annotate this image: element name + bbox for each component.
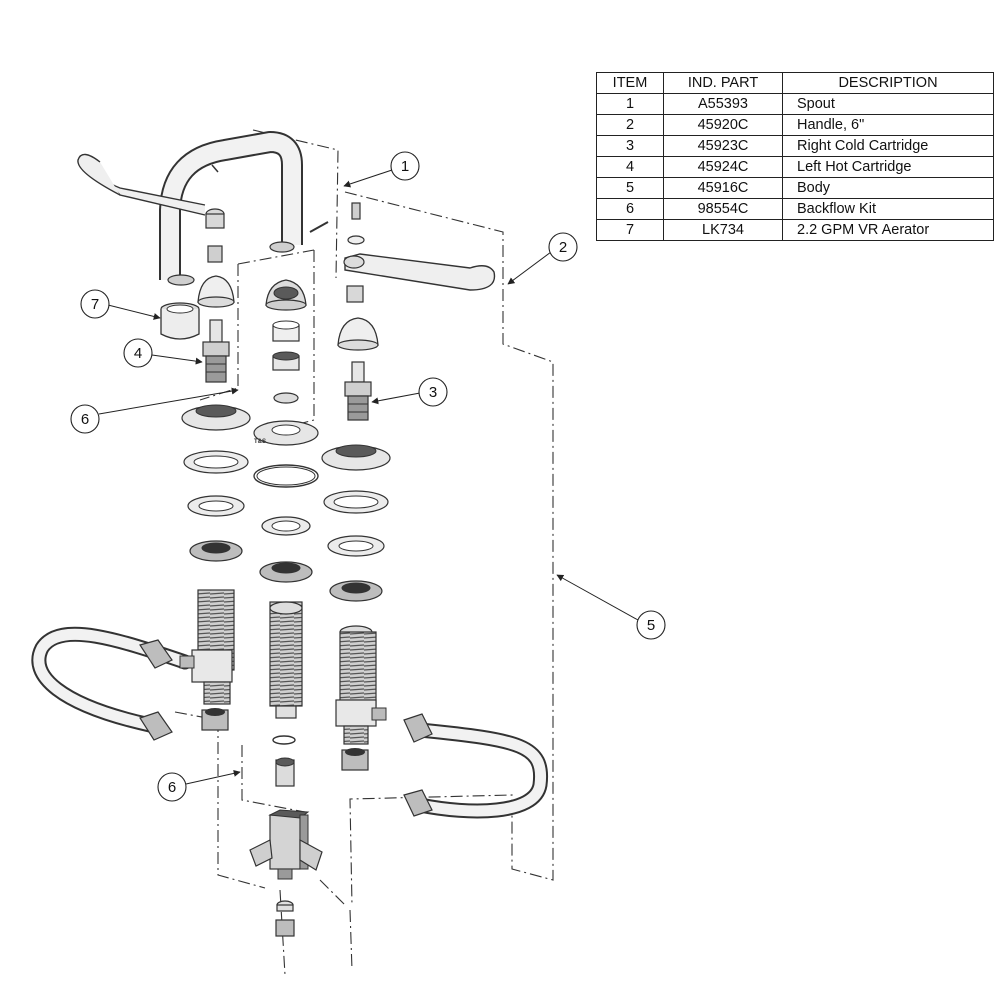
row-item: 6 — [596, 198, 664, 220]
left-stack — [160, 208, 235, 383]
callout-3: 3 — [418, 377, 448, 407]
table-row: 3 45923C Right Cold Cartridge — [596, 135, 994, 157]
row-item: 4 — [596, 156, 664, 178]
svg-text:2: 2 — [559, 239, 567, 256]
table-row: 1 A55393 Spout — [596, 93, 994, 115]
table-row: 5 45916C Body — [596, 177, 994, 199]
svg-text:6: 6 — [168, 779, 176, 796]
svg-text:1: 1 — [401, 158, 409, 175]
row-part: 45920C — [663, 114, 783, 136]
parts-table-header: ITEM IND. PART DESCRIPTION — [596, 72, 994, 94]
row-item: 1 — [596, 93, 664, 115]
header-item: ITEM — [596, 72, 664, 94]
spout — [159, 131, 329, 286]
row-item: 7 — [596, 219, 664, 241]
aerator — [160, 302, 200, 340]
svg-text:5: 5 — [647, 617, 655, 634]
callout-1: 1 — [390, 151, 420, 181]
row-part: LK734 — [663, 219, 783, 241]
backflow-kit — [272, 735, 296, 787]
row-part: 98554C — [663, 198, 783, 220]
row-part: 45916C — [663, 177, 783, 199]
callout-leaders — [98, 169, 639, 785]
right-supply-hose — [403, 713, 549, 819]
row-part: 45923C — [663, 135, 783, 157]
callout-2: 2 — [548, 232, 578, 262]
left-hot-cartridge — [202, 319, 230, 383]
row-item: 2 — [596, 114, 664, 136]
row-item: 3 — [596, 135, 664, 157]
row-description: Right Cold Cartridge — [782, 135, 994, 157]
parts-table: ITEM IND. PART DESCRIPTION 1 A55393 Spou… — [596, 72, 994, 241]
row-description: Body — [782, 177, 994, 199]
right-cold-cartridge — [344, 361, 372, 421]
svg-text:6: 6 — [81, 411, 89, 428]
table-row: 6 98554C Backflow Kit — [596, 198, 994, 220]
row-description: Left Hot Cartridge — [782, 156, 994, 178]
escutcheon-stamp: T&S — [254, 439, 266, 445]
row-description: 2.2 GPM VR Aerator — [782, 219, 994, 241]
table-row: 2 45920C Handle, 6" — [596, 114, 994, 136]
table-row: 4 45924C Left Hot Cartridge — [596, 156, 994, 178]
callout-4: 4 — [123, 338, 153, 368]
center-stack — [265, 279, 307, 404]
row-description: Spout — [782, 93, 994, 115]
svg-text:3: 3 — [429, 384, 437, 401]
left-handle — [77, 153, 206, 216]
row-description: Handle, 6" — [782, 114, 994, 136]
callout-6-lower: 6 — [157, 772, 187, 802]
header-ind-part: IND. PART — [663, 72, 783, 94]
right-handle — [343, 202, 496, 291]
body-shanks — [179, 589, 387, 771]
callout-7: 7 — [80, 289, 110, 319]
right-stack — [337, 285, 379, 421]
callout-6-upper: 6 — [70, 404, 100, 434]
row-item: 5 — [596, 177, 664, 199]
table-row: 7 LK734 2.2 GPM VR Aerator — [596, 219, 994, 241]
left-supply-hose — [31, 626, 193, 741]
row-part: 45924C — [663, 156, 783, 178]
tee-fitting — [249, 809, 323, 937]
row-part: A55393 — [663, 93, 783, 115]
svg-text:4: 4 — [134, 345, 142, 362]
escutcheons-and-washers: T&S — [181, 404, 391, 602]
row-description: Backflow Kit — [782, 198, 994, 220]
header-description: DESCRIPTION — [782, 72, 994, 94]
callout-5: 5 — [636, 610, 666, 640]
svg-text:7: 7 — [91, 296, 99, 313]
